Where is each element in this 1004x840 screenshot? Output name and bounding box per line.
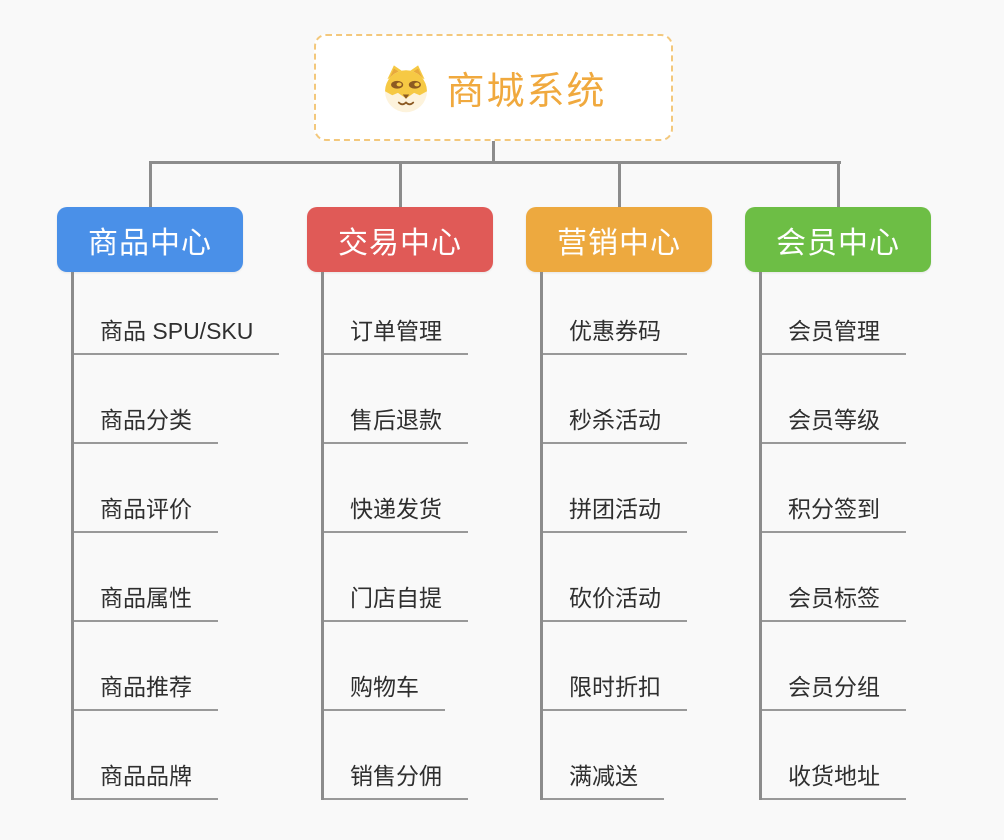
- leaf-label: 秒杀活动: [543, 401, 687, 444]
- leaf-label: 商品评价: [74, 490, 218, 533]
- leaf-item[interactable]: 商品推荐: [74, 622, 314, 711]
- leaf-item[interactable]: 满减送: [543, 711, 783, 800]
- leaf-label: 限时折扣: [543, 668, 687, 711]
- connector-branch-stub-3: [618, 161, 621, 208]
- leaf-item[interactable]: 拼团活动: [543, 444, 783, 533]
- leaf-item[interactable]: 秒杀活动: [543, 355, 783, 444]
- leaf-label: 销售分佣: [324, 757, 468, 800]
- leaf-label: 售后退款: [324, 401, 468, 444]
- leaf-label: 积分签到: [762, 490, 906, 533]
- leaf-item[interactable]: 收货地址: [762, 711, 1002, 800]
- leaf-label: 购物车: [324, 668, 445, 711]
- leaf-label: 砍价活动: [543, 579, 687, 622]
- branch-label: 会员中心: [776, 226, 900, 260]
- branch-label: 交易中心: [338, 226, 462, 260]
- branch-node-1[interactable]: 商品中心: [57, 207, 243, 272]
- connector-root-stub: [492, 141, 495, 164]
- branch-node-2[interactable]: 交易中心: [307, 207, 493, 272]
- branch-node-3[interactable]: 营销中心: [526, 207, 712, 272]
- leaf-item[interactable]: 会员管理: [762, 272, 1002, 355]
- leaf-item[interactable]: 砍价活动: [543, 533, 783, 622]
- leaf-label: 订单管理: [324, 312, 468, 355]
- leaf-item[interactable]: 商品 SPU/SKU: [74, 272, 314, 355]
- branch-group-4: 会员中心 会员管理会员等级积分签到会员标签会员分组收货地址: [745, 207, 931, 800]
- leaf-label: 会员管理: [762, 312, 906, 355]
- leaf-label: 拼团活动: [543, 490, 687, 533]
- leaf-item[interactable]: 积分签到: [762, 444, 1002, 533]
- branch-node-4[interactable]: 会员中心: [745, 207, 931, 272]
- leaf-label: 会员分组: [762, 668, 906, 711]
- leaf-item[interactable]: 商品品牌: [74, 711, 314, 800]
- leaf-item[interactable]: 商品分类: [74, 355, 314, 444]
- leaf-item[interactable]: 优惠券码: [543, 272, 783, 355]
- leaf-item[interactable]: 商品评价: [74, 444, 314, 533]
- leaf-label: 优惠券码: [543, 312, 687, 355]
- connector-branch-stub-1: [149, 161, 152, 208]
- branch-children: 商品 SPU/SKU 商品分类商品评价商品属性商品推荐商品品牌: [71, 272, 314, 800]
- leaf-item[interactable]: 快递发货: [324, 444, 564, 533]
- connector-branch-stub-2: [399, 161, 402, 208]
- leaf-item[interactable]: 会员标签: [762, 533, 1002, 622]
- leaf-label: 商品属性: [74, 579, 218, 622]
- branch-group-1: 商品中心 商品 SPU/SKU 商品分类商品评价商品属性商品推荐商品品牌: [57, 207, 280, 800]
- leaf-label: 商品 SPU/SKU: [74, 312, 280, 355]
- leaf-label: 收货地址: [762, 757, 906, 800]
- branch-children: 优惠券码秒杀活动拼团活动砍价活动限时折扣满减送: [540, 272, 783, 800]
- leaf-label: 门店自提: [324, 579, 468, 622]
- leaf-item[interactable]: 商品属性: [74, 533, 314, 622]
- leaf-label: 快递发货: [324, 490, 468, 533]
- leaf-label: 商品推荐: [74, 668, 218, 711]
- leaf-label: 会员等级: [762, 401, 906, 444]
- root-title: 商城系统: [446, 71, 607, 113]
- leaf-item[interactable]: 会员等级: [762, 355, 1002, 444]
- leaf-item[interactable]: 售后退款: [324, 355, 564, 444]
- branch-children: 会员管理会员等级积分签到会员标签会员分组收货地址: [759, 272, 1002, 800]
- leaf-item[interactable]: 会员分组: [762, 622, 1002, 711]
- dog-icon: [385, 64, 428, 112]
- leaf-label: 会员标签: [762, 579, 906, 622]
- leaf-item[interactable]: 销售分佣: [324, 711, 564, 800]
- leaf-item[interactable]: 购物车: [324, 622, 564, 711]
- leaf-label: 商品分类: [74, 401, 218, 444]
- leaf-item[interactable]: 门店自提: [324, 533, 564, 622]
- branch-label: 营销中心: [557, 226, 681, 260]
- leaf-label: 商品品牌: [74, 757, 218, 800]
- branch-label: 商品中心: [88, 226, 212, 260]
- connector-horizontal-line: [149, 161, 841, 164]
- branch-children: 订单管理售后退款快递发货门店自提购物车销售分佣: [321, 272, 564, 800]
- connector-branch-stub-4: [837, 161, 840, 208]
- root-node[interactable]: 商城系统: [314, 34, 673, 141]
- leaf-item[interactable]: 限时折扣: [543, 622, 783, 711]
- branch-group-3: 营销中心 优惠券码秒杀活动拼团活动砍价活动限时折扣满减送: [526, 207, 712, 800]
- leaf-item[interactable]: 订单管理: [324, 272, 564, 355]
- leaf-label: 满减送: [543, 757, 664, 800]
- branch-group-2: 交易中心 订单管理售后退款快递发货门店自提购物车销售分佣: [307, 207, 493, 800]
